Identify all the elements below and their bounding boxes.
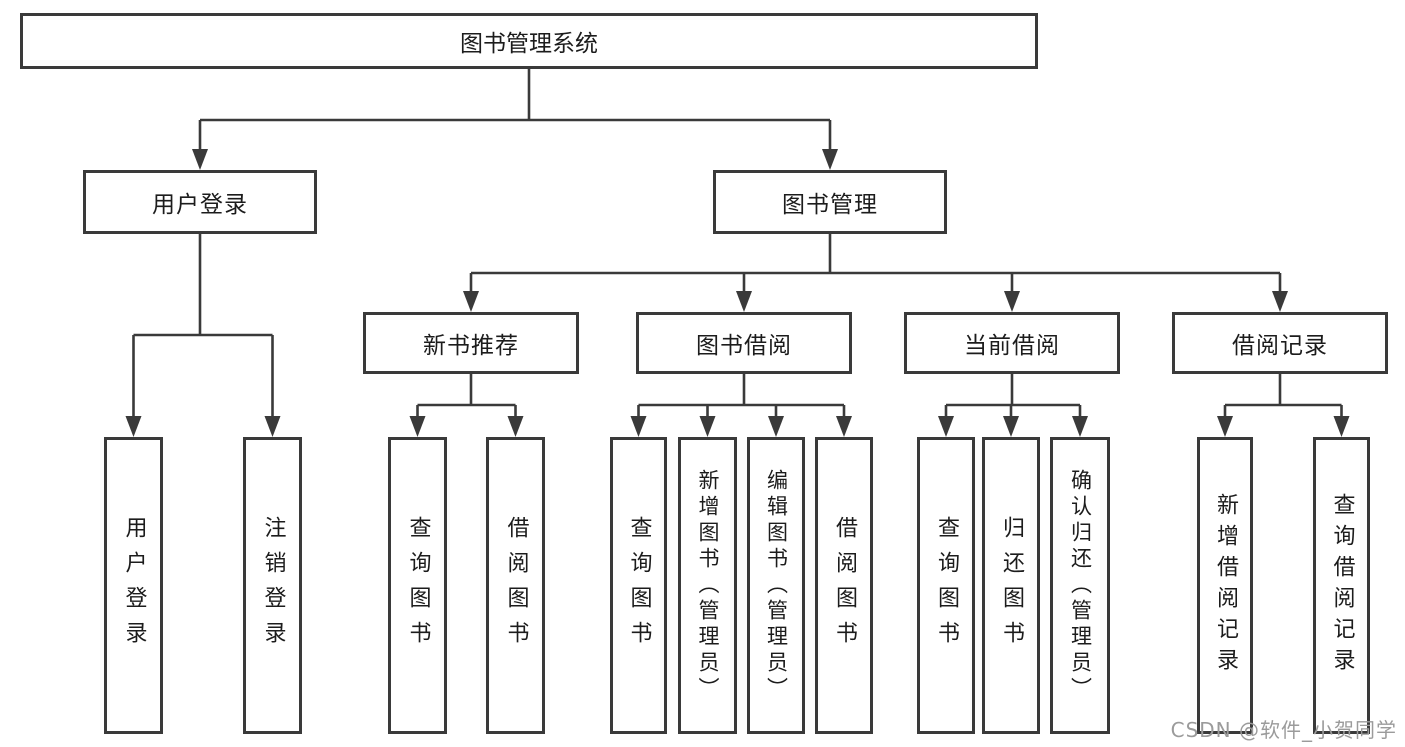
node-book-borrow-label: 图书借阅 — [696, 333, 792, 359]
connector-userlogin-to-leaves — [132, 234, 274, 419]
leaf-user-login: 用户登录 — [104, 437, 163, 734]
leaf-record-query-label: 查询借阅记录 — [1329, 492, 1355, 679]
leaf-user-login-label: 用户登录 — [121, 515, 147, 656]
node-borrow-record-label: 借阅记录 — [1232, 333, 1328, 359]
csdn-watermark: CSDN @软件_小贺同学 — [1170, 718, 1397, 742]
connector-newbookrec-to-leaves — [416, 374, 517, 419]
node-current-borrow: 当前借阅 — [904, 312, 1120, 374]
node-new-book-recommend-label: 新书推荐 — [423, 333, 519, 359]
leaf-current-query-book: 查询图书 — [917, 437, 975, 734]
leaf-record-add-label: 新增借阅记录 — [1213, 492, 1238, 679]
leaf-logout: 注销登录 — [243, 437, 302, 734]
leaf-recommend-borrow-book-label: 借阅图书 — [503, 515, 529, 656]
leaf-borrow-add-book-admin: 新增图书（管理员） — [678, 437, 737, 734]
node-root-label: 图书管理系统 — [460, 31, 598, 57]
connector-root-to-level2 — [198, 69, 832, 152]
leaf-borrow-query-book-label: 查询图书 — [626, 515, 652, 656]
leaf-current-confirm-return-admin: 确认归还（管理员） — [1050, 437, 1110, 734]
leaf-current-return-book-label: 归还图书 — [999, 515, 1024, 656]
node-root: 图书管理系统 — [20, 13, 1038, 69]
leaf-borrow-edit-book-admin: 编辑图书（管理员） — [747, 437, 805, 734]
leaf-borrow-add-book-admin-label: 新增图书（管理员） — [696, 468, 720, 703]
leaf-recommend-query-book: 查询图书 — [388, 437, 447, 734]
node-user-login: 用户登录 — [83, 170, 317, 234]
leaf-borrow-borrow-book: 借阅图书 — [815, 437, 873, 734]
connector-bookmgmt-to-level3 — [469, 234, 1282, 294]
node-new-book-recommend: 新书推荐 — [363, 312, 579, 374]
arrowheads — [125, 149, 1350, 437]
node-book-management: 图书管理 — [713, 170, 947, 234]
leaf-record-add: 新增借阅记录 — [1197, 437, 1253, 734]
connector-borrowrecord-to-leaves — [1223, 374, 1343, 419]
leaf-borrow-edit-book-admin-label: 编辑图书（管理员） — [764, 468, 789, 703]
leaf-borrow-borrow-book-label: 借阅图书 — [832, 515, 857, 656]
leaf-current-return-book: 归还图书 — [982, 437, 1040, 734]
node-book-management-label: 图书管理 — [782, 192, 878, 218]
connector-currentborrow-to-leaves — [944, 374, 1082, 419]
node-borrow-record: 借阅记录 — [1172, 312, 1388, 374]
connector-bookborrow-to-leaves — [637, 374, 846, 419]
leaf-record-query: 查询借阅记录 — [1313, 437, 1370, 734]
node-book-borrow: 图书借阅 — [636, 312, 852, 374]
leaf-recommend-borrow-book: 借阅图书 — [486, 437, 545, 734]
node-current-borrow-label: 当前借阅 — [964, 333, 1060, 359]
leaf-recommend-query-book-label: 查询图书 — [405, 515, 431, 656]
leaf-current-query-book-label: 查询图书 — [934, 515, 959, 656]
leaf-current-confirm-return-admin-label: 确认归还（管理员） — [1068, 468, 1093, 703]
leaf-logout-label: 注销登录 — [260, 515, 286, 656]
leaf-borrow-query-book: 查询图书 — [610, 437, 667, 734]
node-user-login-label: 用户登录 — [152, 192, 248, 218]
